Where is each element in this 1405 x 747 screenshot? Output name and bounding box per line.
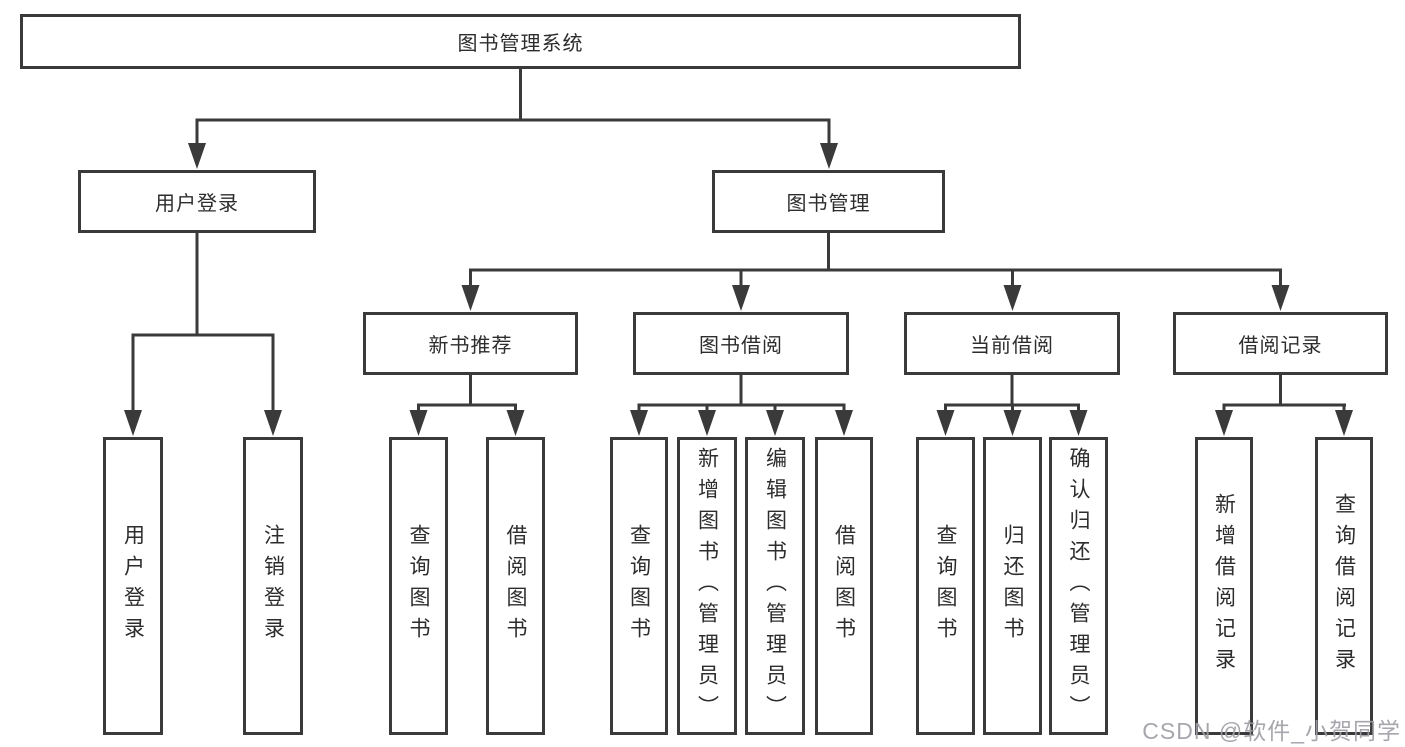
leaf-borrow-query-book-label: 查询图书 xyxy=(627,524,651,648)
arrowhead-icon xyxy=(1215,410,1233,436)
node-new-book-recommend-label: 新书推荐 xyxy=(428,335,513,357)
leaf-user-login-label: 用户登录 xyxy=(121,524,145,648)
leaf-return-book-label: 归还图书 xyxy=(1001,524,1024,648)
arrowhead-icon xyxy=(1271,285,1290,311)
leaf-add-borrow-record-label: 新增借阅记录 xyxy=(1212,493,1236,679)
leaf-edit-book-admin-label: 编辑图书（管理员） xyxy=(763,446,787,726)
leaf-recommend-query-book: 查询图书 xyxy=(389,437,448,735)
node-current-borrow-label: 当前借阅 xyxy=(970,335,1054,357)
node-book-management-label: 图书管理 xyxy=(786,193,871,215)
arrowhead-icon xyxy=(264,410,282,436)
leaf-logout: 注销登录 xyxy=(243,437,303,735)
arrowhead-icon xyxy=(124,410,142,436)
leaf-recommend-query-book-label: 查询图书 xyxy=(407,524,430,648)
leaf-recommend-borrow-book: 借阅图书 xyxy=(486,437,545,735)
leaf-confirm-return-admin: 确认归还（管理员） xyxy=(1049,437,1108,735)
arrowhead-icon xyxy=(766,410,784,436)
arrowhead-icon xyxy=(188,143,206,169)
arrowhead-icon xyxy=(1069,410,1088,436)
arrowhead-icon xyxy=(461,285,480,311)
node-root-label: 图书管理系统 xyxy=(457,33,584,55)
leaf-current-query-book: 查询图书 xyxy=(916,437,975,735)
leaf-borrow-book-label: 借阅图书 xyxy=(832,524,856,648)
node-borrow-record-label: 借阅记录 xyxy=(1238,335,1323,357)
leaf-user-login: 用户登录 xyxy=(103,437,163,735)
arrowhead-icon xyxy=(732,285,750,311)
arrowhead-icon xyxy=(820,143,838,169)
arrowhead-icon xyxy=(835,410,853,436)
node-book-borrow-label: 图书借阅 xyxy=(699,335,783,357)
leaf-logout-label: 注销登录 xyxy=(261,524,285,648)
leaf-query-borrow-record: 查询借阅记录 xyxy=(1315,437,1373,735)
leaf-return-book: 归还图书 xyxy=(983,437,1042,735)
node-new-book-recommend: 新书推荐 xyxy=(363,312,578,375)
csdn-watermark: CSDN @软件_小贺同学 xyxy=(1142,718,1401,744)
arrowhead-icon xyxy=(1335,410,1353,436)
arrowhead-icon xyxy=(506,410,525,436)
node-book-borrow: 图书借阅 xyxy=(633,312,849,375)
node-borrow-record: 借阅记录 xyxy=(1173,312,1388,375)
leaf-edit-book-admin: 编辑图书（管理员） xyxy=(745,437,805,735)
leaf-recommend-borrow-book-label: 借阅图书 xyxy=(504,524,527,648)
node-root: 图书管理系统 xyxy=(20,14,1021,69)
arrowhead-icon xyxy=(1003,410,1022,436)
arrowhead-icon xyxy=(936,410,955,436)
leaf-borrow-book: 借阅图书 xyxy=(815,437,873,735)
leaf-query-borrow-record-label: 查询借阅记录 xyxy=(1332,493,1356,679)
leaf-confirm-return-admin-label: 确认归还（管理员） xyxy=(1067,446,1090,726)
leaf-add-book-admin: 新增图书（管理员） xyxy=(677,437,737,735)
arrowhead-icon xyxy=(1003,285,1022,311)
leaf-add-book-admin-label: 新增图书（管理员） xyxy=(695,446,719,726)
node-book-management: 图书管理 xyxy=(712,170,945,233)
arrowhead-icon xyxy=(630,410,648,436)
arrowhead-icon xyxy=(409,410,428,436)
node-user-login-label: 用户登录 xyxy=(155,193,239,215)
leaf-add-borrow-record: 新增借阅记录 xyxy=(1195,437,1253,735)
leaf-current-query-book-label: 查询图书 xyxy=(934,524,957,648)
arrowhead-icon xyxy=(698,410,716,436)
leaf-borrow-query-book: 查询图书 xyxy=(610,437,668,735)
node-user-login: 用户登录 xyxy=(78,170,316,233)
node-current-borrow: 当前借阅 xyxy=(904,312,1120,375)
